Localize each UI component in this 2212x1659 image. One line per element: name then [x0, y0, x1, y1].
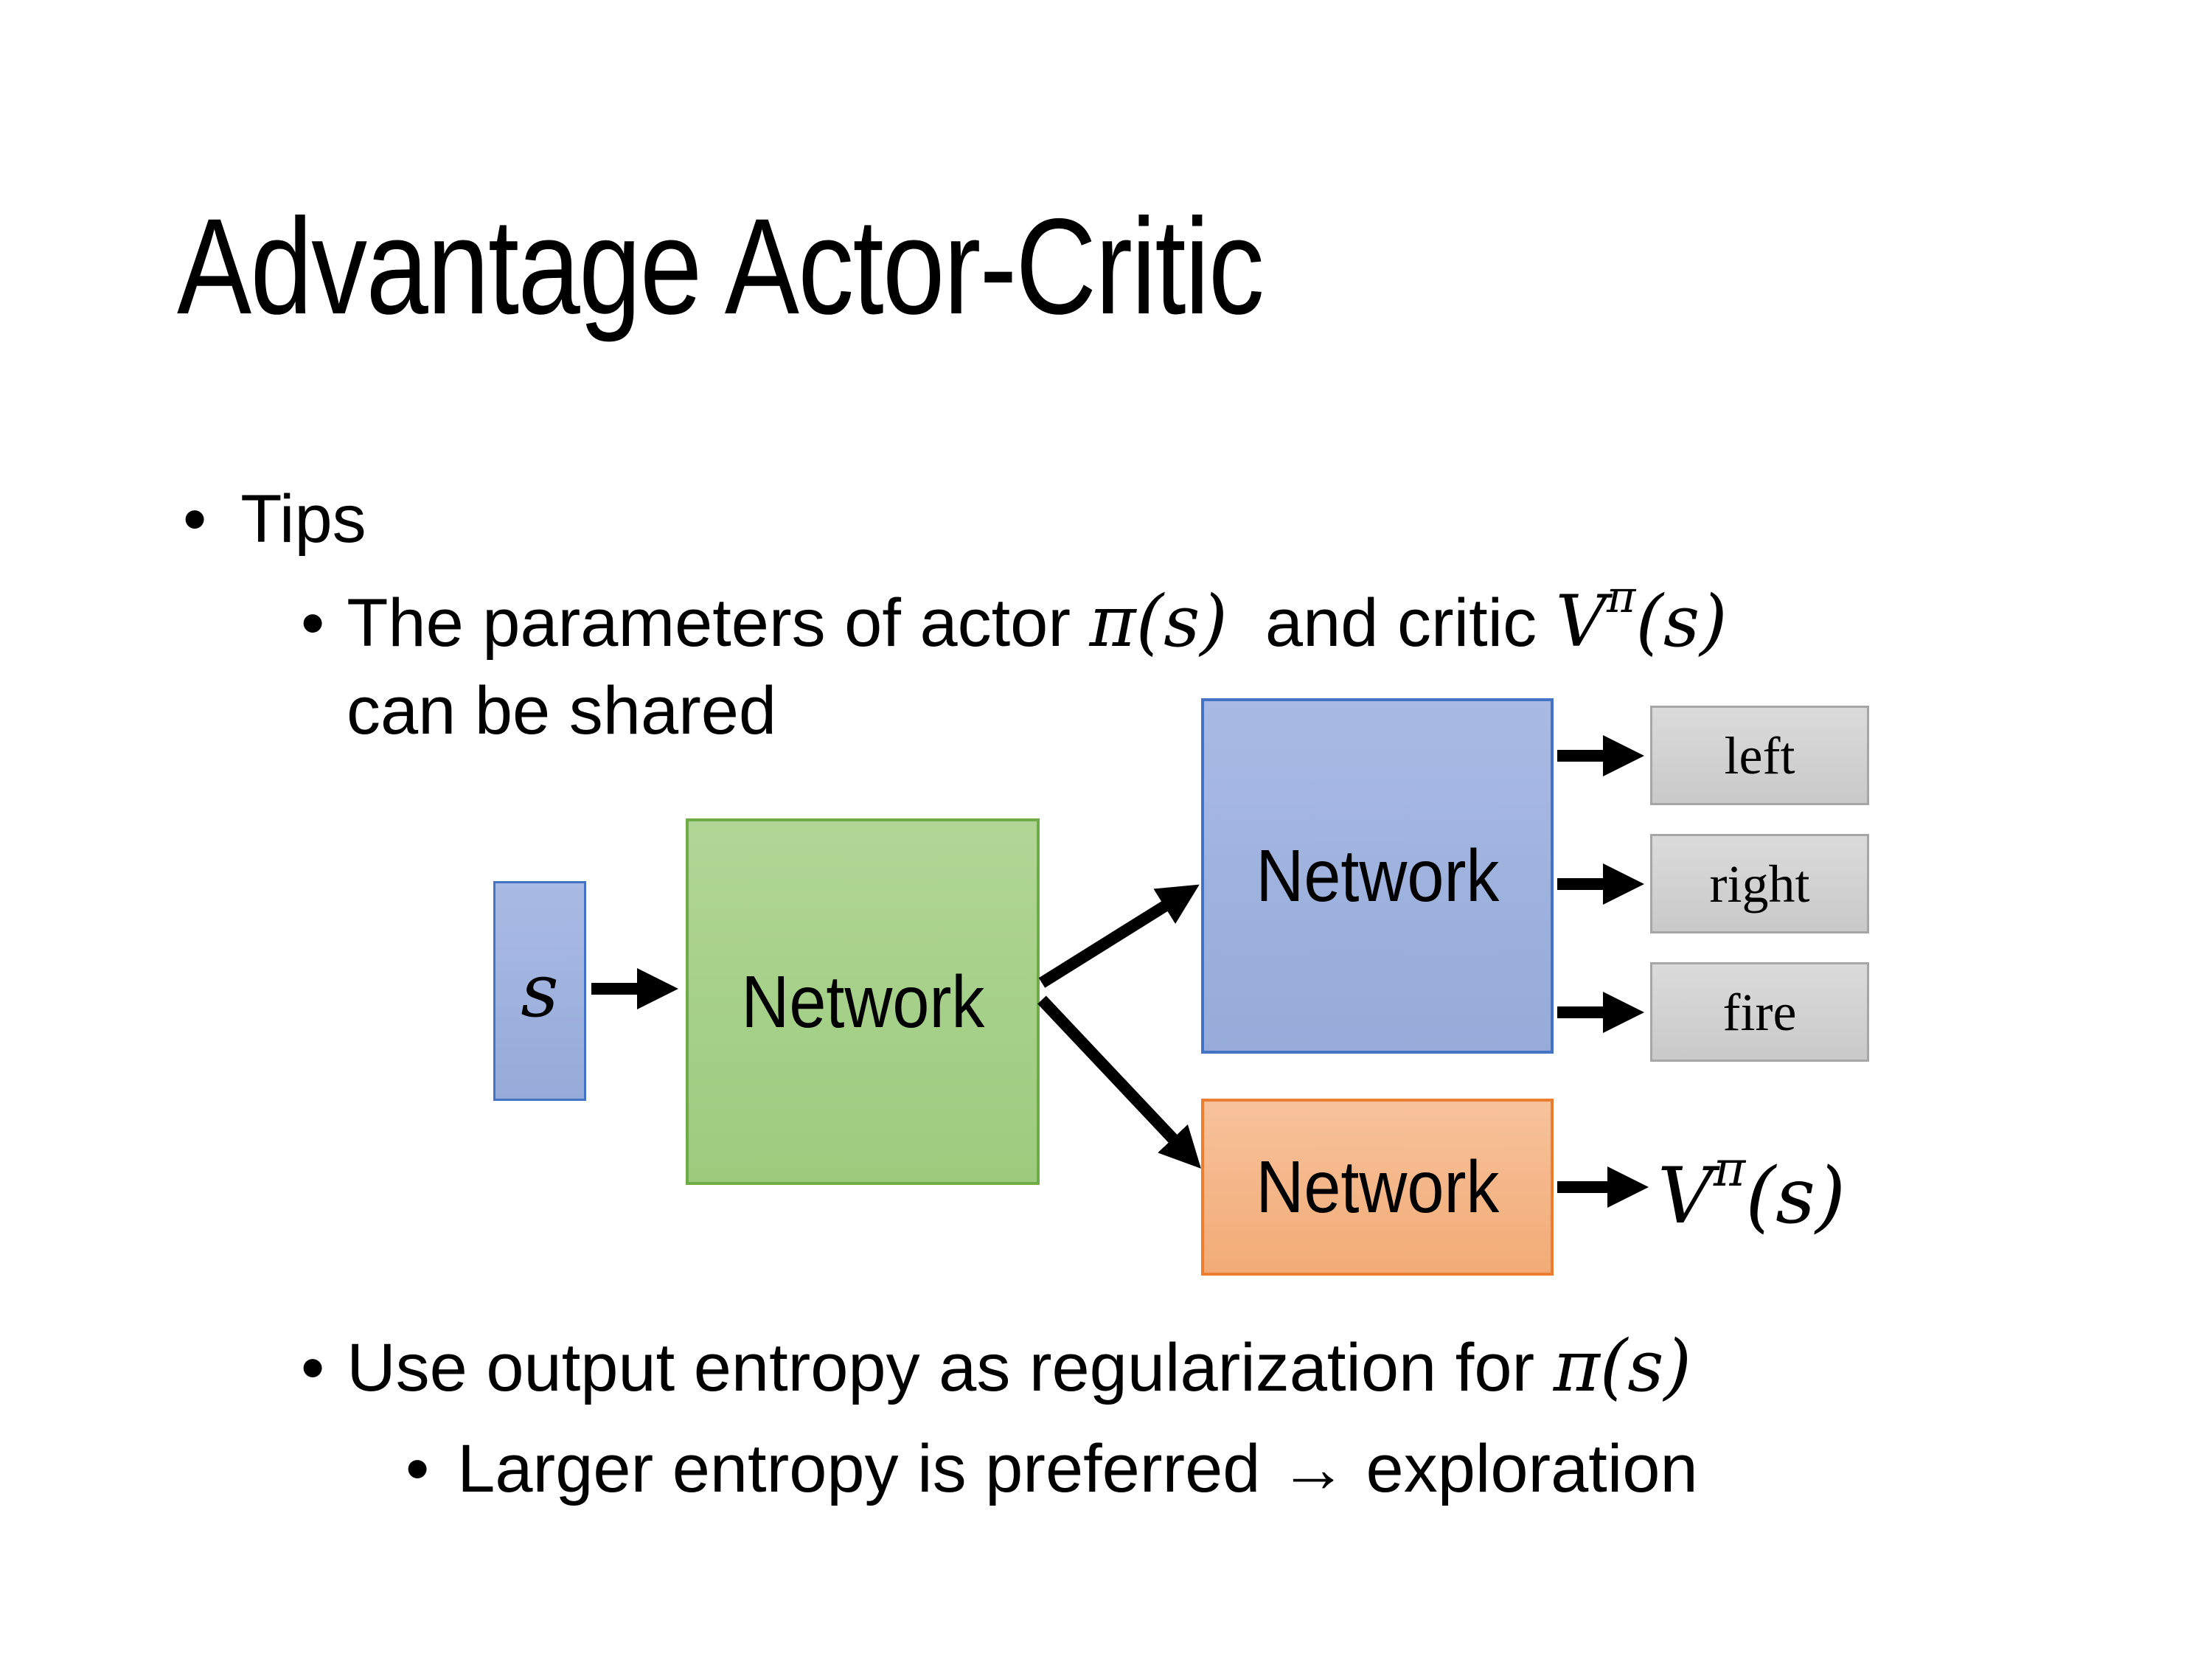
critic-network-box: Network: [1201, 1099, 1554, 1276]
critic-v-math: V: [1555, 580, 1607, 663]
bullet-line-entropy: • Use output entropy as regularization fo…: [301, 1326, 1691, 1408]
parameters-mid-text: and critic: [1227, 585, 1556, 661]
actor-network-label: Network: [1255, 835, 1500, 917]
value-args-math: (s): [1745, 1151, 1846, 1241]
value-v-math: V: [1658, 1151, 1714, 1241]
critic-args-math: (s): [1635, 580, 1728, 663]
action-box-left: left: [1650, 706, 1869, 805]
action-box-right: right: [1650, 834, 1869, 933]
critic-pi-superscript: π: [1606, 571, 1636, 623]
value-output-label: Vπ(s): [1658, 1141, 1846, 1242]
arrow-shared-to-actor: [1038, 884, 1200, 988]
arrow-shared-to-critic: [1037, 995, 1201, 1169]
state-input-box: s: [493, 881, 586, 1101]
action-box-fire: fire: [1650, 962, 1869, 1062]
actor-network-box: Network: [1201, 698, 1554, 1054]
page-title-text: Advantage Actor-Critic: [177, 191, 1265, 343]
action-right-label: right: [1709, 854, 1810, 914]
bullet-dot: •: [301, 585, 325, 661]
tips-label: Tips: [240, 481, 366, 557]
critic-network-label: Network: [1255, 1146, 1500, 1228]
state-label: s: [521, 947, 559, 1034]
parameters-text: The parameters of actor: [347, 585, 1090, 661]
value-pi-superscript: π: [1713, 1141, 1746, 1197]
shared-network-box: Network: [686, 818, 1040, 1185]
larger-entropy-text: Larger entropy is preferred → exploratio…: [457, 1431, 1698, 1506]
bullet-line-shared: can be shared: [347, 672, 776, 751]
shared-text: can be shared: [347, 673, 777, 748]
action-fire-label: fire: [1722, 982, 1797, 1042]
action-left-label: left: [1724, 726, 1795, 785]
bullet-dot: •: [301, 1330, 325, 1405]
bullet-line-larger-entropy: • Larger entropy is preferred → explorati…: [406, 1430, 1698, 1509]
bullet-line-parameters: • The parameters of actor π(s) and critic…: [301, 572, 1728, 663]
actor-pi-math: π(s): [1089, 580, 1228, 663]
entropy-pi-math: π(s): [1553, 1325, 1691, 1408]
bullet-dot: •: [406, 1431, 430, 1506]
bullet-line-tips: • Tips: [183, 481, 366, 559]
page-title: Advantage Actor-Critic: [177, 199, 1502, 335]
bullet-dot: •: [183, 481, 207, 557]
shared-network-label: Network: [740, 960, 985, 1043]
entropy-text: Use output entropy as regularization for: [347, 1330, 1554, 1405]
